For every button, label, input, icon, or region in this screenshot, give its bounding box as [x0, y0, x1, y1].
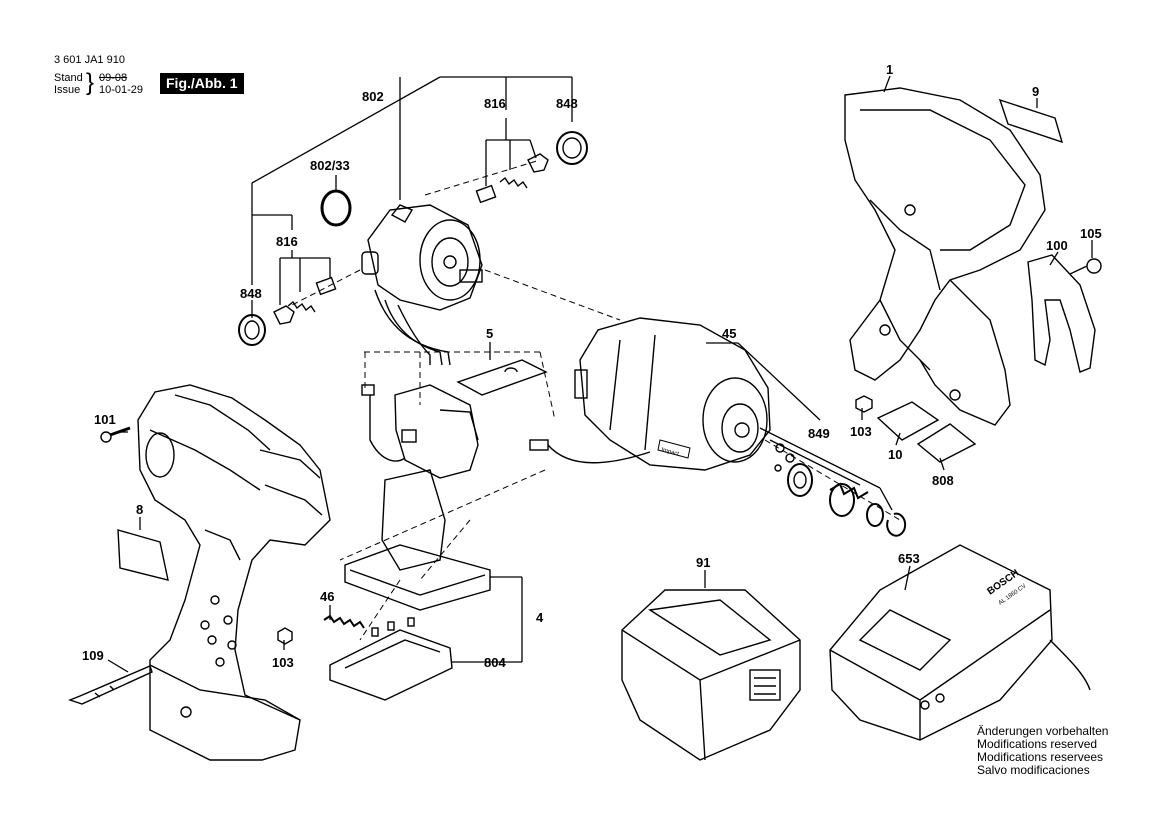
stand-label: Stand [54, 72, 83, 84]
note-fr: Modifications reservees [977, 750, 1104, 764]
issue-label: Issue [54, 84, 81, 96]
charger-653 [829, 544, 1091, 741]
part-label-105: 105 [1080, 226, 1102, 241]
nut-103-left [277, 627, 293, 645]
part-label-10: 10 [888, 447, 902, 462]
part-label-5: 5 [486, 326, 493, 341]
gearbox-marking: Impact [660, 447, 679, 458]
bit-109 [67, 665, 153, 705]
date-old: 09-08 [99, 72, 128, 84]
part-label-802-33: 802/33 [310, 158, 350, 173]
label-9 [998, 98, 1064, 144]
part-label-849: 849 [808, 426, 830, 441]
part-label-103-right: 103 [850, 424, 872, 439]
part-label-848-top: 848 [556, 96, 578, 111]
brush-set-816-left [273, 276, 337, 325]
label-8 [117, 529, 169, 581]
bushing-848-top [556, 131, 588, 165]
part-labels: 1 9 105 100 802 816 848 802/33 816 848 5… [82, 62, 1102, 670]
note-en: Modifications reserved [977, 737, 1098, 751]
part-label-4: 4 [536, 610, 544, 625]
spring-46 [323, 614, 365, 629]
nut-103-right [855, 395, 873, 413]
housing-left [137, 384, 331, 761]
plate-10 [876, 401, 940, 441]
note-es: Salvo modificaciones [977, 763, 1090, 777]
part-label-100: 100 [1046, 238, 1068, 253]
part-label-8: 8 [136, 502, 143, 517]
date-new: 10-01-29 [99, 84, 144, 96]
brush-set-816-top [475, 153, 549, 204]
cover-5 [456, 359, 548, 396]
part-label-101: 101 [94, 412, 116, 427]
part-label-808: 808 [932, 473, 954, 488]
part-label-46: 46 [320, 589, 334, 604]
part-label-103-left: 103 [272, 655, 294, 670]
part-label-9: 9 [1032, 84, 1039, 99]
ring-802-33 [320, 189, 352, 227]
part-label-802: 802 [362, 89, 384, 104]
part-label-804: 804 [484, 655, 506, 670]
modification-notes: Änderungen vorbehalten Modifications res… [977, 725, 1108, 777]
spindle-parts-849 [774, 443, 907, 537]
part-label-816-top: 816 [484, 96, 506, 111]
part-label-653: 653 [898, 551, 920, 566]
plate-808 [916, 423, 977, 463]
part-label-109: 109 [82, 648, 104, 663]
part-label-45: 45 [722, 326, 736, 341]
battery-91 [621, 589, 801, 761]
belt-clip-100 [1027, 254, 1096, 373]
figure-label: Fig./Abb. 1 [160, 73, 244, 94]
screw-105 [1069, 258, 1102, 275]
brace-icon: } [86, 69, 95, 96]
assembly-lines [291, 159, 901, 641]
note-de: Änderungen vorbehalten [977, 724, 1109, 738]
part-label-816-left: 816 [276, 234, 298, 249]
part-label-91: 91 [696, 555, 710, 570]
motor-assembly [361, 204, 483, 366]
screw-101 [100, 426, 131, 443]
pcb-plate-804 [329, 617, 453, 701]
bushing-848-left [238, 314, 266, 346]
doc-number: 3 601 JA1 910 [54, 54, 125, 66]
gearbox-45 [529, 317, 771, 471]
part-label-1: 1 [886, 62, 893, 77]
housing-half-1 [844, 87, 1046, 426]
leader-lines [107, 75, 1093, 673]
switch-module-4 [344, 384, 491, 611]
part-label-848-left: 848 [240, 286, 262, 301]
